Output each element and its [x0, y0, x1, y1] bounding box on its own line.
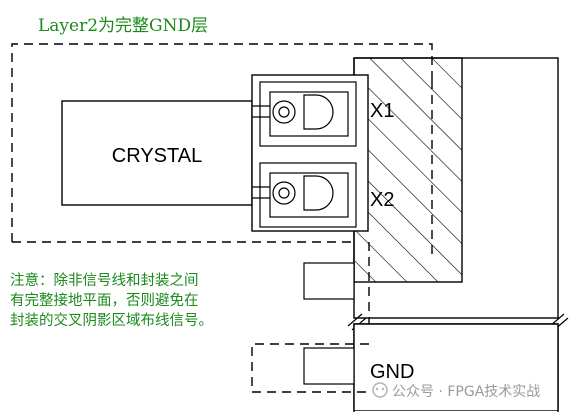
- pin-x2: [252, 162, 357, 228]
- note-line-2: 有完整接地平面，否则避免在: [10, 292, 199, 309]
- gnd-pad-outline: [251, 343, 369, 393]
- routing-note: 注意：除非信号线和封装之间 有完整接地平面，否则避免在 封装的交叉阴影区域布线信…: [10, 271, 213, 329]
- break-mark-left: [347, 313, 363, 327]
- watermark-text: 公众号 · FPGA技术实战: [392, 384, 540, 400]
- pad-d-shape-icon: [303, 175, 334, 211]
- crystal-label: CRYSTAL: [112, 145, 202, 167]
- side-pad-upper: [303, 262, 355, 300]
- pin-label-x1: X1: [370, 100, 394, 122]
- cross-hatched-area: [353, 57, 463, 283]
- pin-label-x2: X2: [370, 189, 394, 211]
- wechat-icon: [372, 382, 388, 398]
- layer2-title: Layer2为完整GND层: [38, 16, 208, 36]
- pin-x1: [252, 81, 357, 147]
- crystal-body: [61, 100, 253, 206]
- note-line-3: 封装的交叉阴影区域布线信号。: [10, 311, 213, 329]
- watermark: 公众号 · FPGA技术实战: [372, 382, 540, 400]
- side-pad-lower: [303, 347, 355, 385]
- note-line-1: 注意：除非信号线和封装之间: [10, 271, 199, 289]
- pad-d-shape-icon: [303, 94, 334, 130]
- gnd-label: GND: [370, 361, 414, 383]
